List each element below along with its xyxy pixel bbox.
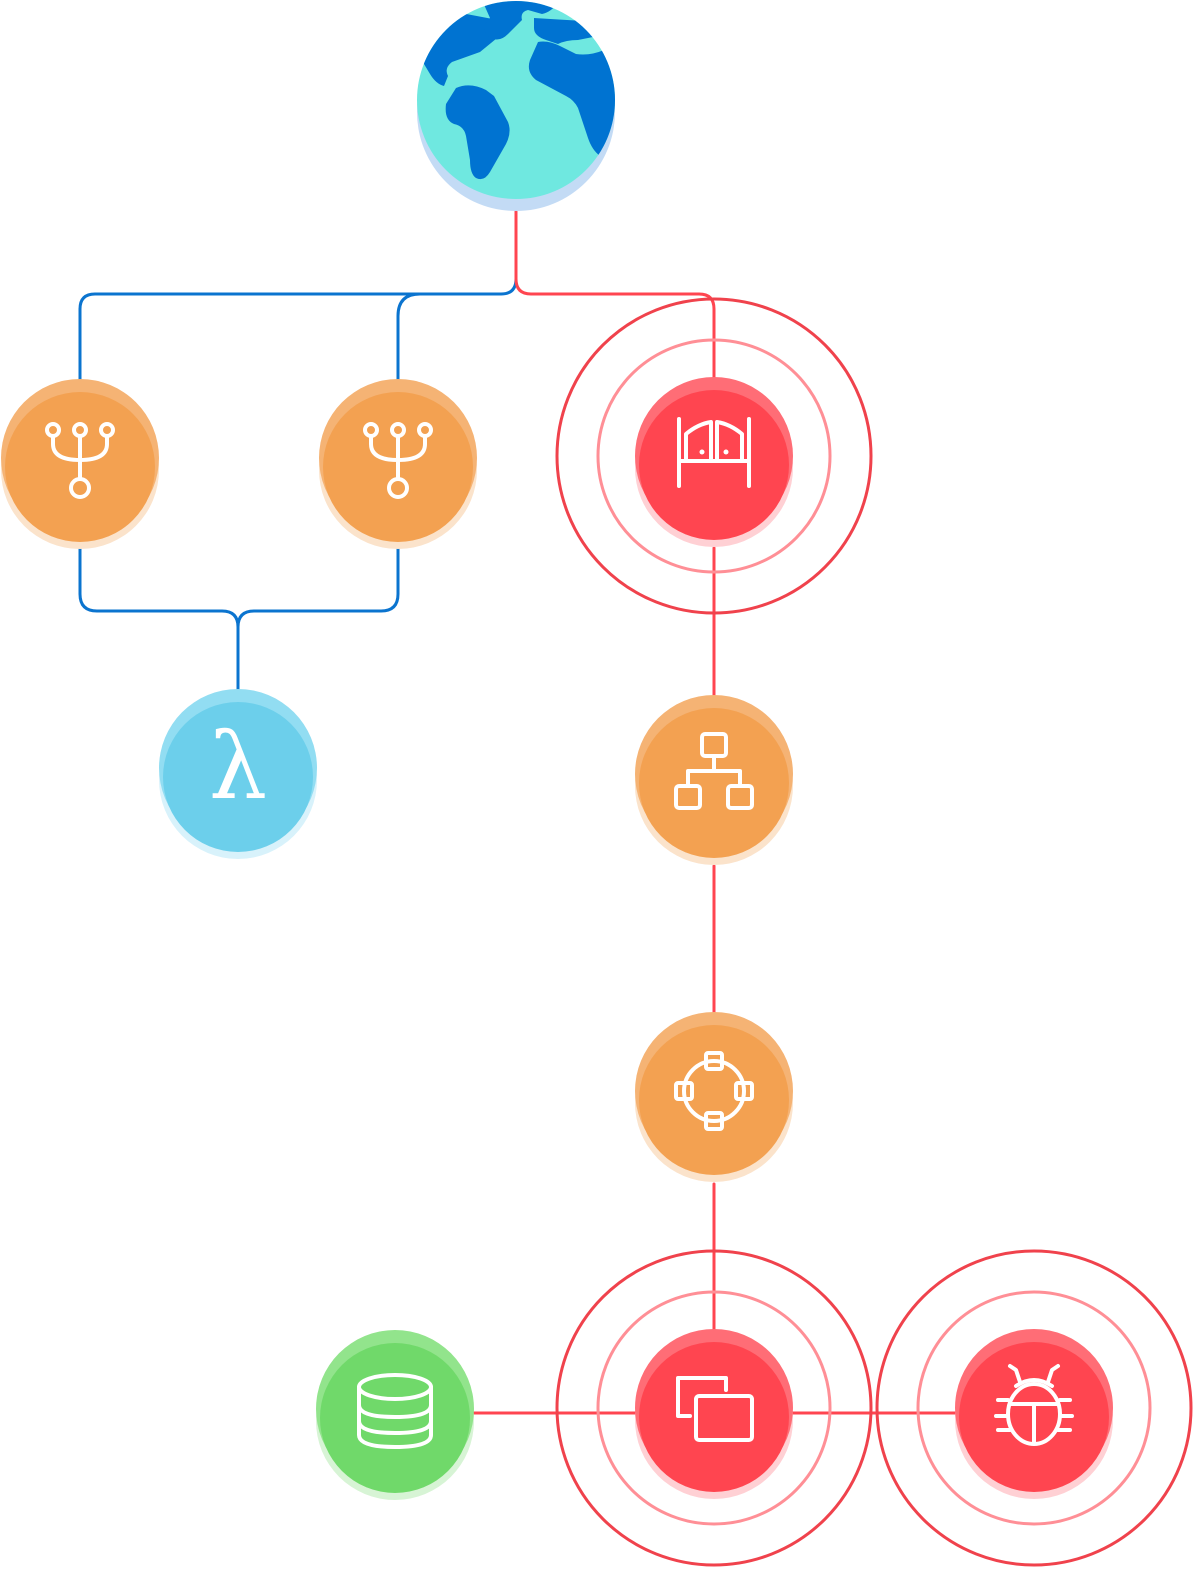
malware-alert-rings xyxy=(875,1249,1193,1567)
edge-router-middle-lambda xyxy=(236,546,400,629)
windows-icon xyxy=(676,1376,754,1442)
malware-node[interactable] xyxy=(955,1329,1113,1499)
lambda-icon: λ xyxy=(209,713,267,820)
edge-internet-router-middle xyxy=(396,292,422,382)
gateway-node[interactable] xyxy=(635,377,793,547)
edge-internet-router-left xyxy=(78,210,518,382)
router-fork-icon xyxy=(363,422,433,499)
router-fork-icon xyxy=(45,422,115,499)
router-left-node[interactable] xyxy=(1,379,159,549)
mesh-node[interactable] xyxy=(635,1012,793,1182)
edge-router-left-lambda xyxy=(78,546,240,692)
internet-node[interactable] xyxy=(417,0,620,211)
gateway-doors-icon xyxy=(677,417,751,488)
ring-network-icon xyxy=(674,1051,754,1131)
hierarchy-icon xyxy=(674,732,754,810)
compute-alert-rings xyxy=(555,1249,873,1567)
lambda-node[interactable]: λ xyxy=(159,689,317,859)
load-balancer-node[interactable] xyxy=(635,695,793,865)
database-node[interactable] xyxy=(316,1330,474,1500)
edge-internet-gateway xyxy=(514,210,716,382)
globe-icon xyxy=(418,1,615,180)
bug-icon xyxy=(994,1364,1074,1446)
gateway-alert-rings xyxy=(555,297,873,615)
lambda-label: λ xyxy=(209,713,267,820)
database-icon xyxy=(357,1373,433,1449)
router-middle-node[interactable] xyxy=(319,379,477,549)
compute-node[interactable] xyxy=(635,1329,793,1499)
